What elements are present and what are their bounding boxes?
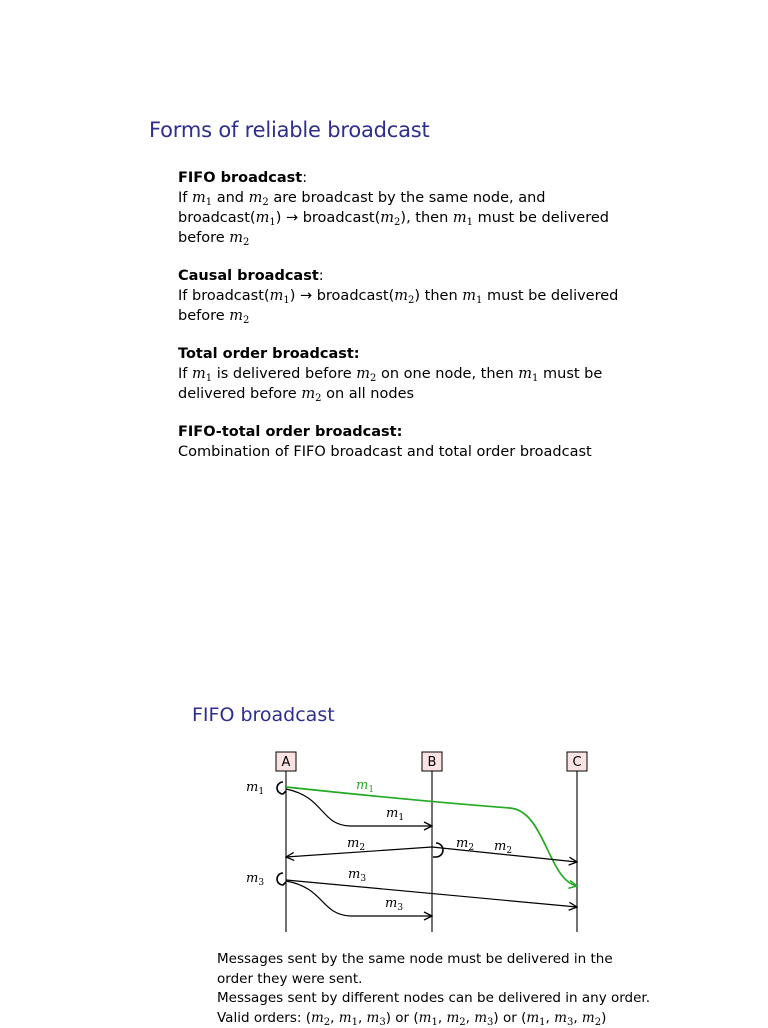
math-variable: m3 bbox=[367, 1010, 386, 1026]
text-segment: ) or ( bbox=[386, 1010, 419, 1026]
node-b-label: B bbox=[428, 755, 437, 770]
text-segment: order they were sent. bbox=[217, 971, 362, 987]
text-segment: , bbox=[330, 1010, 339, 1026]
text-segment: , bbox=[358, 1010, 367, 1026]
label-m1-to-b: m1 bbox=[386, 806, 404, 823]
math-variable: m2 bbox=[446, 1010, 465, 1026]
text-segment: Messages sent by the same node must be d… bbox=[217, 951, 613, 967]
node-b: B bbox=[422, 752, 442, 771]
math-variable: m3 bbox=[554, 1010, 573, 1026]
math-variable: m3 bbox=[474, 1010, 493, 1026]
caption-line: Valid orders: (m2, m1, m3) or (m1, m2, m… bbox=[217, 1009, 637, 1028]
caption-line: Messages sent by the same node must be d… bbox=[217, 950, 637, 970]
caption-line: order they were sent. bbox=[217, 970, 637, 990]
node-c-label: C bbox=[572, 755, 581, 770]
text-segment: Valid orders: bbox=[217, 1010, 306, 1026]
diagram-caption: Messages sent by the same node must be d… bbox=[217, 950, 637, 1028]
label-m2-to-a: m2 bbox=[347, 836, 365, 853]
label-m2-self-b: m2 bbox=[456, 836, 474, 853]
math-variable: m2 bbox=[582, 1010, 601, 1026]
text-segment: , bbox=[546, 1010, 555, 1026]
caption-line: Messages sent by different nodes can be … bbox=[217, 989, 637, 1009]
label-m3-to-c: m3 bbox=[348, 867, 366, 884]
math-variable: m1 bbox=[526, 1010, 545, 1026]
text-segment: , bbox=[573, 1010, 582, 1026]
text-segment: Messages sent by different nodes can be … bbox=[217, 990, 650, 1006]
math-variable: m1 bbox=[419, 1010, 438, 1026]
node-c: C bbox=[567, 752, 587, 771]
broadcast-send-m3-icon bbox=[277, 873, 286, 885]
broadcast-send-m2-icon bbox=[433, 843, 443, 857]
node-a-label: A bbox=[282, 755, 291, 770]
text-segment: , bbox=[466, 1010, 475, 1026]
math-variable: m1 bbox=[339, 1010, 358, 1026]
math-variable: m2 bbox=[311, 1010, 330, 1026]
text-segment: ) bbox=[601, 1010, 606, 1026]
label-send-m3: m3 bbox=[246, 871, 264, 888]
label-m2-to-c: m2 bbox=[494, 839, 512, 856]
label-m1-green: m1 bbox=[356, 778, 374, 795]
label-m3-to-b: m3 bbox=[385, 896, 403, 913]
node-a: A bbox=[276, 752, 296, 771]
text-segment: ) or ( bbox=[493, 1010, 526, 1026]
label-send-m1: m1 bbox=[246, 780, 264, 797]
broadcast-send-m1-icon bbox=[277, 782, 286, 794]
